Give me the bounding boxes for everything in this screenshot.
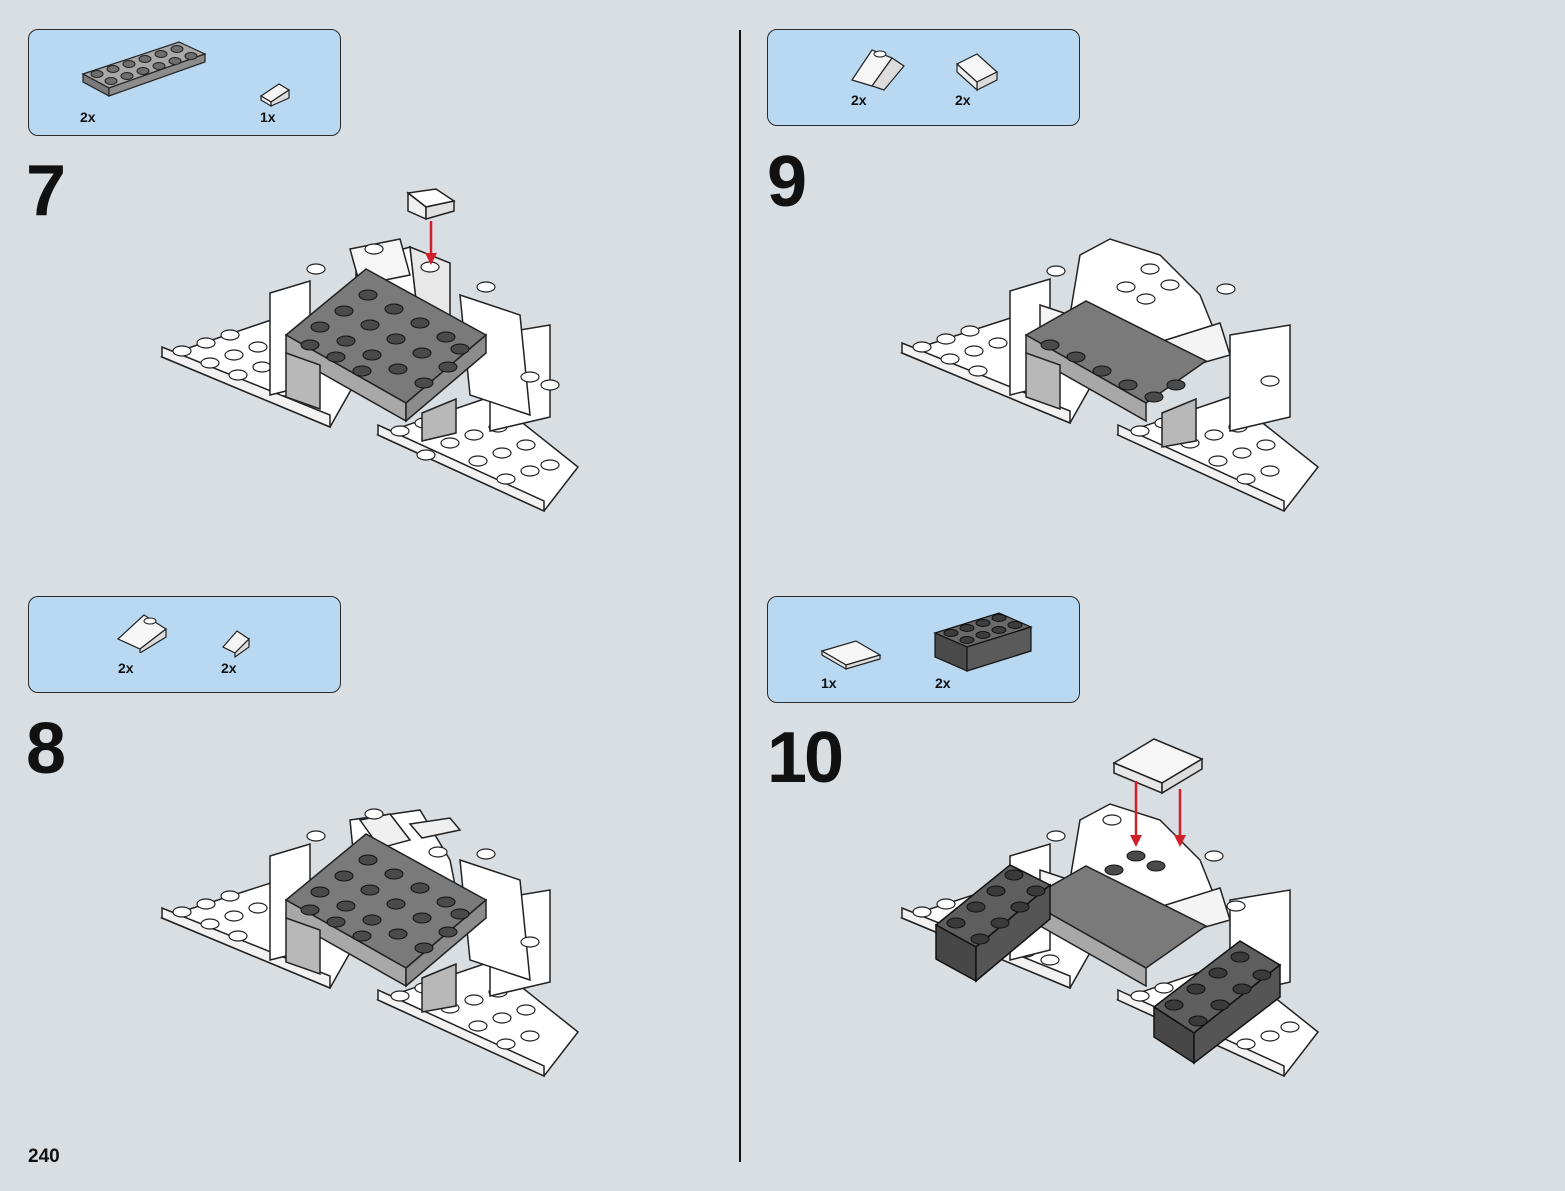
build-illustration-step-7 [160, 185, 580, 515]
parts-callout-step-7: 2x 1x [28, 29, 341, 136]
white-tile-2x2-icon [818, 637, 884, 673]
parts-callout-step-9: 2x 2x [767, 29, 1080, 126]
white-slope-2x2-icon [114, 609, 174, 653]
step-number: 10 [767, 722, 841, 794]
part-qty: 2x [851, 92, 867, 108]
parts-callout-step-10: 1x 2x [767, 596, 1080, 703]
part-qty: 1x [821, 675, 837, 691]
build-illustration-step-8 [160, 800, 580, 1080]
step-number: 7 [26, 155, 63, 227]
part-qty: 2x [118, 660, 134, 676]
part-qty: 2x [955, 92, 971, 108]
white-slope-2x2-icon [848, 44, 908, 92]
white-slope-2x2-inverted-icon [953, 50, 1003, 94]
part-qty: 1x [260, 109, 276, 125]
build-illustration-step-9 [900, 235, 1320, 515]
step-number: 8 [26, 713, 63, 785]
page-number: 240 [28, 1146, 60, 1168]
part-qty: 2x [80, 109, 96, 125]
part-qty: 2x [935, 675, 951, 691]
part-qty: 2x [221, 660, 237, 676]
build-illustration-step-10 [900, 735, 1320, 1080]
gray-plate-2x6-icon [79, 40, 209, 100]
column-divider [739, 30, 741, 1162]
white-slope-icon [257, 80, 293, 108]
white-slope-1x1-icon [219, 627, 255, 659]
step-number: 9 [767, 146, 804, 218]
parts-callout-step-8: 2x 2x [28, 596, 341, 693]
dark-gray-brick-2x4-icon [933, 609, 1035, 675]
